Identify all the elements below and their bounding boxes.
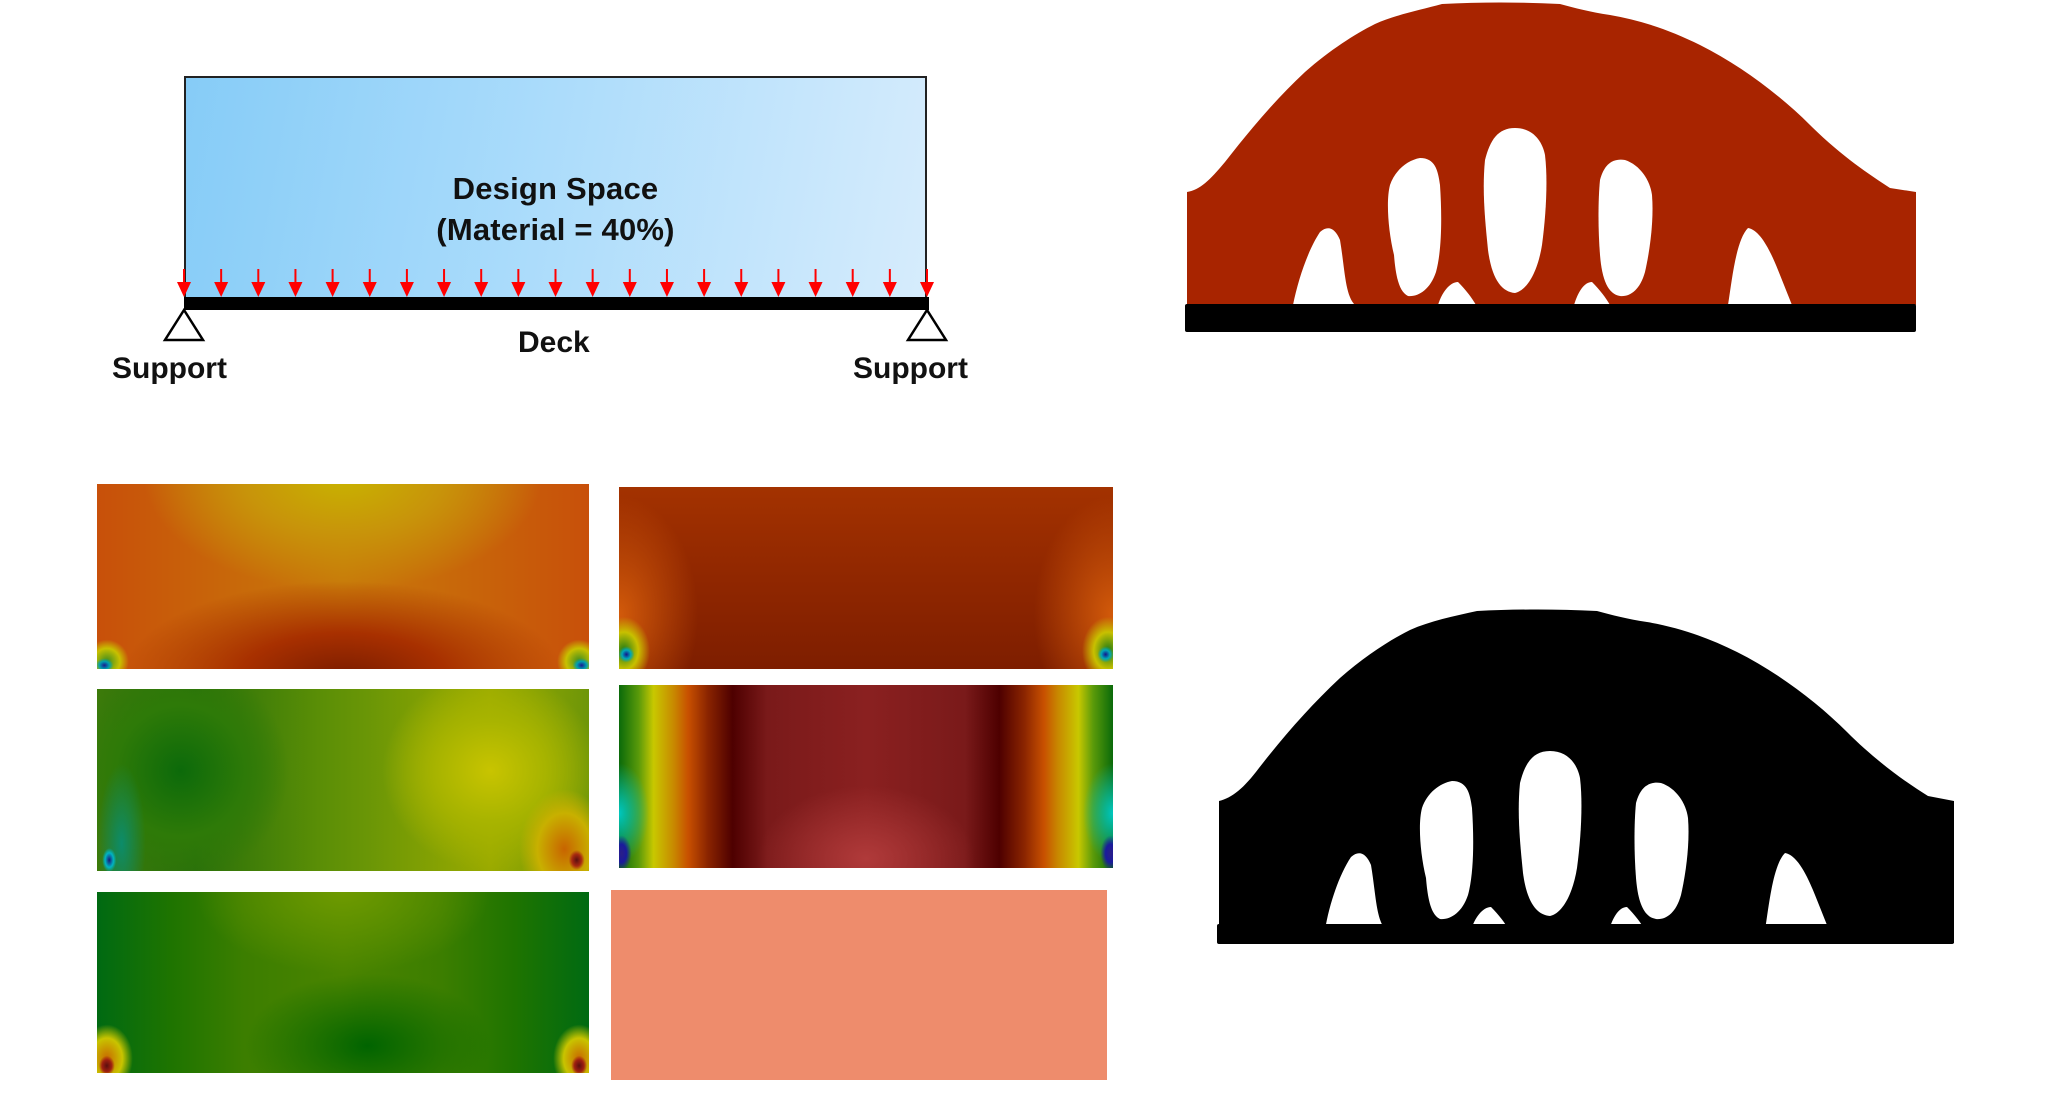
deck-bar (184, 297, 929, 310)
design-space-region: Design Space (Material = 40%) (184, 76, 927, 297)
field-plot-r2c1 (97, 689, 589, 871)
design-space-title: Design Space (452, 171, 659, 206)
load-arrowhead-icon (362, 282, 377, 297)
optimized-bridge-black (1217, 609, 1954, 944)
load-arrowhead-icon (734, 282, 749, 297)
load-arrowhead-icon (214, 282, 229, 297)
deck-bar-black (1217, 924, 1954, 944)
field-plot-r3c2 (611, 890, 1107, 1080)
support-left-icon (162, 308, 206, 342)
load-arrowhead-icon (548, 282, 563, 297)
load-arrowhead-icon (325, 282, 340, 297)
load-arrowhead-icon (474, 282, 489, 297)
load-arrowhead-icon (920, 282, 934, 297)
load-arrowhead-icon (177, 282, 191, 297)
load-arrowhead-icon (288, 282, 303, 297)
load-arrowhead-icon (437, 282, 452, 297)
support-right-icon (905, 308, 949, 342)
load-arrowhead-icon (622, 282, 637, 297)
bridge-shape (1217, 609, 1954, 944)
load-arrowhead-icon (251, 282, 266, 297)
field-plot-r3c1 (97, 892, 589, 1073)
deck-bar-red (1185, 304, 1916, 332)
load-arrowhead-icon (659, 282, 674, 297)
load-arrowhead-icon (882, 282, 897, 297)
load-arrowhead-icon (771, 282, 786, 297)
load-arrowhead-icon (697, 282, 712, 297)
load-arrowhead-icon (399, 282, 414, 297)
bridge-shape (1185, 2, 1916, 332)
support-left-label: Support (112, 352, 227, 385)
material-fraction-label: (Material = 40%) (436, 212, 675, 247)
field-plot-r1c1 (97, 484, 589, 669)
field-plot-r1c2 (619, 487, 1113, 669)
distributed-load-arrows (177, 269, 934, 297)
load-arrowhead-icon (808, 282, 823, 297)
field-plot-r2c2 (619, 685, 1113, 868)
deck-label: Deck (518, 326, 590, 359)
optimized-bridge-red (1185, 2, 1916, 332)
load-arrowhead-icon (585, 282, 600, 297)
load-arrowhead-icon (845, 282, 860, 297)
support-right-label: Support (853, 352, 968, 385)
load-arrowhead-icon (511, 282, 526, 297)
